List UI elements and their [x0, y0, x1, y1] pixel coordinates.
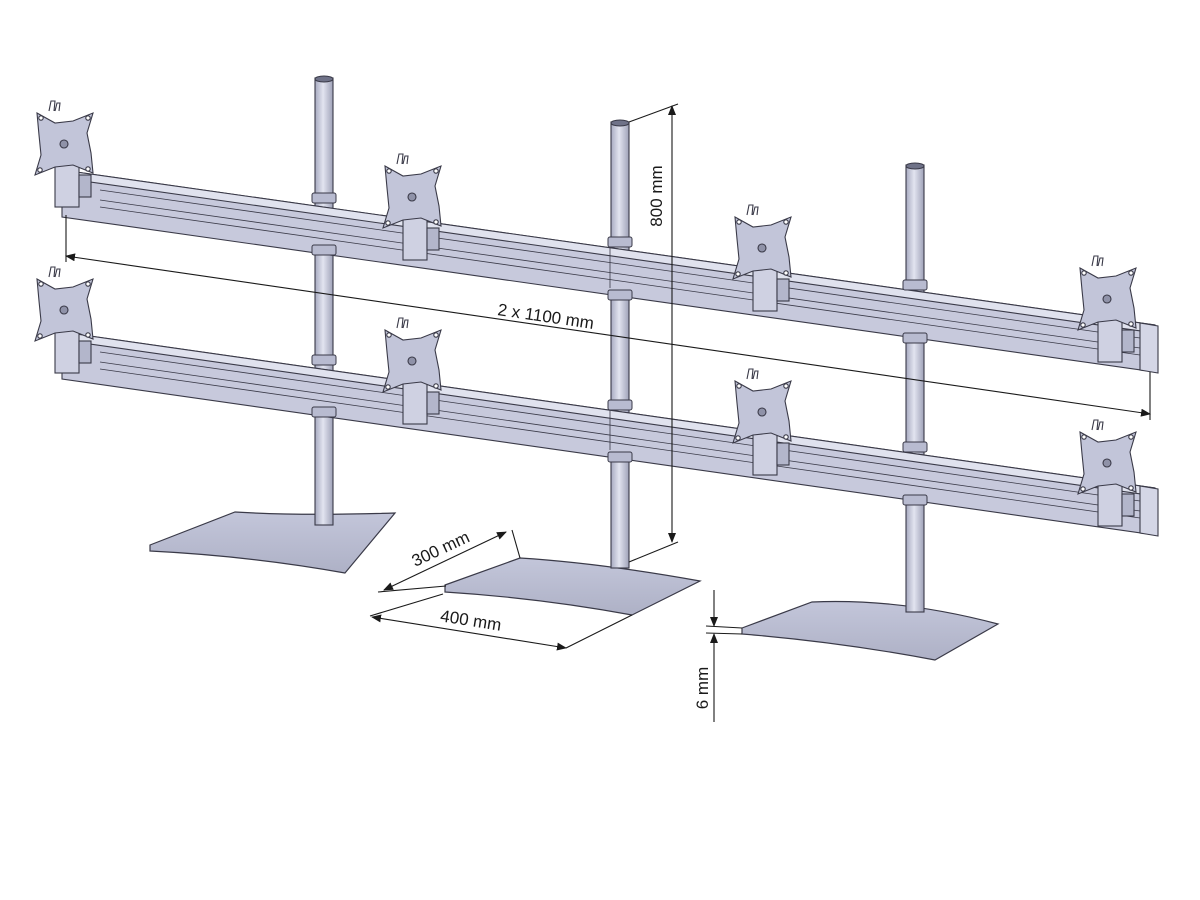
depth-dimension-line — [383, 531, 507, 591]
base-plate-middle — [444, 557, 702, 616]
pole-middle — [610, 121, 630, 569]
vesa-mount — [34, 100, 94, 208]
pole-right — [905, 164, 925, 613]
vesa-mount — [34, 266, 94, 374]
base-width-dimension-line — [371, 614, 567, 651]
thickness-dimension-label: 6 mm — [693, 667, 712, 710]
vesa-mount — [382, 153, 442, 261]
width-dimension-label: 2 x 1100 mm — [496, 300, 595, 333]
base-plate-left — [149, 511, 397, 574]
base-width-dimension-label: 400 mm — [439, 606, 503, 634]
crossbar-upper — [61, 169, 1159, 374]
height-dimension-label: 800 mm — [647, 165, 666, 226]
width-dimension-line — [65, 253, 1151, 417]
base-plates — [149, 511, 1000, 661]
base-plate-right — [741, 600, 1000, 661]
dimension-lines — [65, 103, 1151, 722]
pole-left — [314, 77, 334, 526]
depth-dimension-label: 300 mm — [409, 527, 473, 570]
vesa-mount — [1077, 419, 1137, 527]
crossbar-lower — [61, 331, 1159, 537]
